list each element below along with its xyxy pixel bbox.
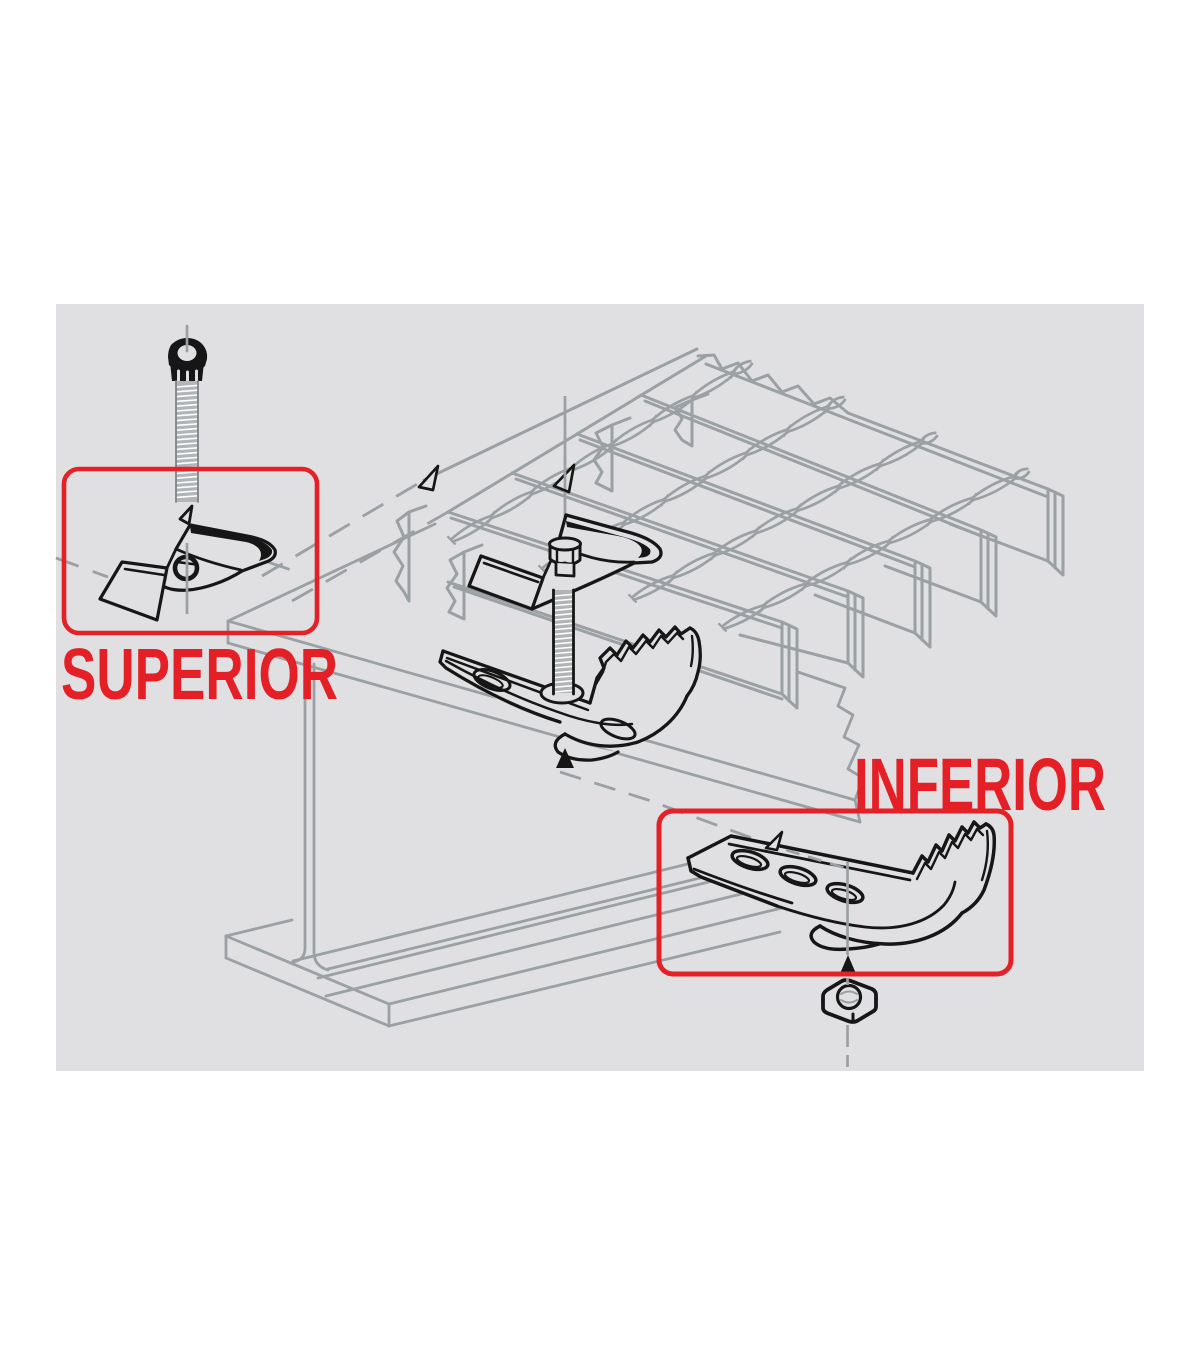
- svg-text:INFERIOR: INFERIOR: [854, 743, 1106, 826]
- svg-text:SUPERIOR: SUPERIOR: [61, 635, 338, 715]
